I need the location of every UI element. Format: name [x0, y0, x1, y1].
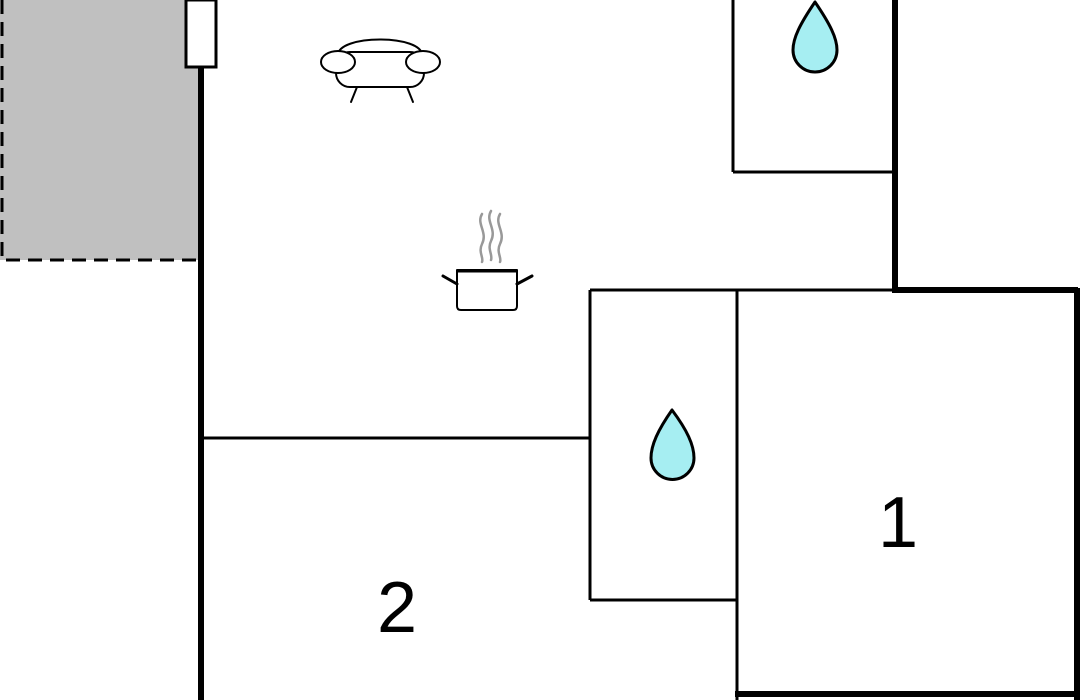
cooking-pot-icon — [441, 209, 534, 311]
window-element — [184, 0, 218, 69]
water-drop-icon — [791, 0, 839, 74]
sofa-icon — [320, 38, 441, 103]
room-label-1: 1 — [878, 483, 918, 563]
room-label-2: 2 — [377, 568, 417, 648]
exterior-walls — [198, 0, 1080, 700]
interior-walls — [201, 0, 893, 700]
terrace-area — [0, 0, 200, 262]
water-drop-icon — [649, 408, 696, 481]
